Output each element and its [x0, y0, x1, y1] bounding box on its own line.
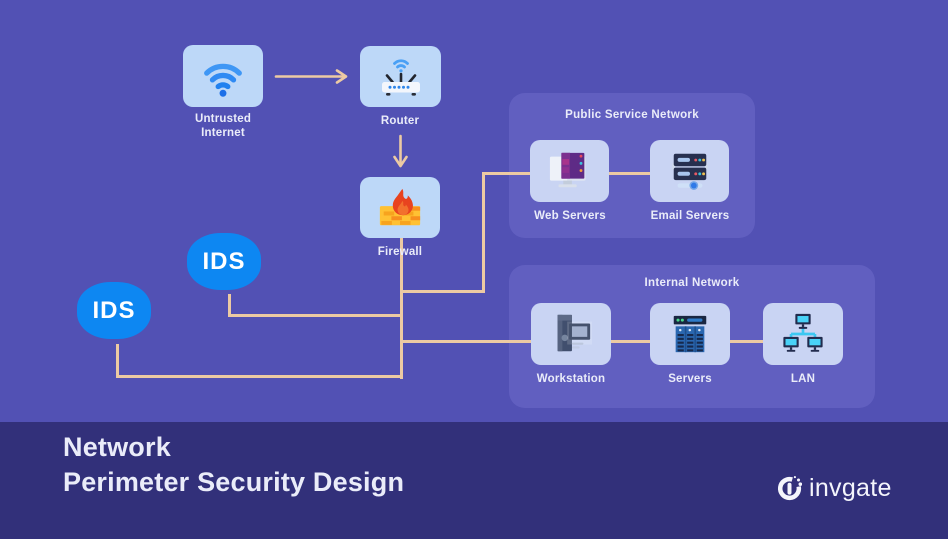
- node-firewall: [360, 177, 440, 238]
- node-email-servers: [650, 140, 729, 202]
- internal-network-title: Internal Network: [644, 277, 740, 289]
- lan-icon: [783, 313, 823, 352]
- connector-psn-vertical: [482, 172, 485, 293]
- connector-workstation-servers: [610, 340, 652, 343]
- node-label-workstation: Workstation: [536, 373, 606, 385]
- node-workstation: [531, 303, 611, 365]
- connector-to-web-servers: [482, 172, 532, 175]
- node-label-lan: LAN: [790, 373, 816, 385]
- node-label-servers: Servers: [668, 373, 712, 385]
- arrow-router-to-firewall: [393, 134, 408, 168]
- node-router: [360, 46, 441, 107]
- router-icon: [381, 58, 420, 96]
- node-label-email-servers: Email Servers: [650, 210, 730, 222]
- invgate-logo-icon: [777, 476, 802, 501]
- node-untrusted-internet: [183, 45, 263, 107]
- email-server-icon: [671, 153, 708, 190]
- footer-bar: Network Perimeter Security Design invgat…: [0, 422, 948, 539]
- brand-name: invgate: [809, 474, 892, 502]
- ids-badge-inner: IDS: [187, 233, 261, 290]
- node-web-servers: [530, 140, 609, 202]
- connector-ids-outer-v: [116, 344, 119, 378]
- node-servers: [650, 303, 730, 365]
- arrow-internet-to-router: [274, 69, 348, 84]
- public-service-network-title: Public Service Network: [565, 109, 699, 121]
- node-label-router: Router: [380, 115, 420, 127]
- web-server-icon: [549, 152, 585, 188]
- connector-ids-inner-v: [228, 294, 231, 317]
- connector-firewall-down: [400, 237, 403, 379]
- node-label-web-servers: Web Servers: [534, 210, 606, 222]
- page-title: Network Perimeter Security Design: [63, 430, 404, 500]
- page-title-line1: Network: [63, 432, 171, 462]
- node-label-untrusted-internet: Untrusted Internet: [194, 113, 252, 139]
- workstation-icon: [557, 314, 593, 352]
- wifi-icon: [204, 63, 242, 97]
- node-lan: [763, 303, 843, 365]
- connector-firewall-to-psn-h: [400, 290, 485, 293]
- connector-ids-inner-h: [228, 314, 403, 317]
- node-label-firewall: Firewall: [377, 246, 423, 258]
- ids-badge-outer: IDS: [77, 282, 151, 339]
- brand-logo: invgate: [777, 474, 892, 503]
- connector-to-workstation: [400, 340, 532, 343]
- page-title-line2: Perimeter Security Design: [63, 467, 405, 497]
- server-rack-icon: [673, 315, 707, 353]
- connector-servers-lan: [729, 340, 765, 343]
- connector-ids-outer-h: [116, 375, 403, 378]
- connector-web-email: [608, 172, 652, 175]
- firewall-icon: [379, 188, 421, 225]
